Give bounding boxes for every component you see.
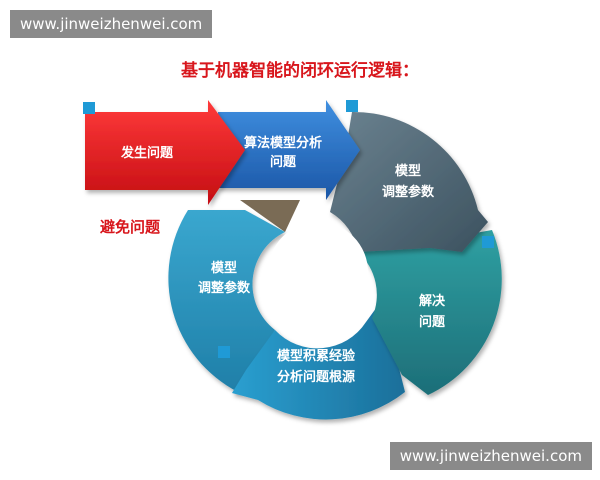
- label-algorithm-2: 问题: [270, 154, 297, 170]
- segment-solve: [358, 230, 502, 395]
- label-problem: 发生问题: [120, 145, 174, 161]
- marker-right: [482, 236, 494, 248]
- watermark-top: www.jinweizhenwei.com: [10, 10, 213, 38]
- label-tune-right-2: 调整参数: [382, 184, 435, 200]
- segment-accumulate: [232, 300, 405, 420]
- marker-top-right: [346, 100, 358, 112]
- label-tune-left-2: 调整参数: [198, 280, 251, 296]
- center-hole: [268, 222, 368, 322]
- label-tune-left-1: 模型: [211, 260, 237, 276]
- marker-top-left: [83, 102, 95, 114]
- diagram-title: 基于机器智能的闭环运行逻辑：: [181, 61, 419, 81]
- segment-problem: [85, 100, 245, 205]
- segment-tune-right: [330, 111, 488, 253]
- label-solve-1: 解决: [418, 293, 446, 309]
- label-accumulate-1: 模型积累经验: [277, 348, 356, 364]
- label-accumulate-2: 分析问题根源: [277, 369, 355, 385]
- label-avoid: 避免问题: [100, 218, 161, 236]
- segment-algorithm: [218, 100, 360, 200]
- label-solve-2: 问题: [419, 314, 446, 330]
- marker-bottom-left: [218, 346, 230, 358]
- segment-tune-left: [168, 210, 285, 392]
- watermark-bottom: www.jinweizhenwei.com: [389, 442, 592, 470]
- wedge-segment: [240, 200, 300, 232]
- label-tune-right-1: 模型: [395, 163, 421, 179]
- label-algorithm-1: 算法模型分析: [244, 135, 322, 151]
